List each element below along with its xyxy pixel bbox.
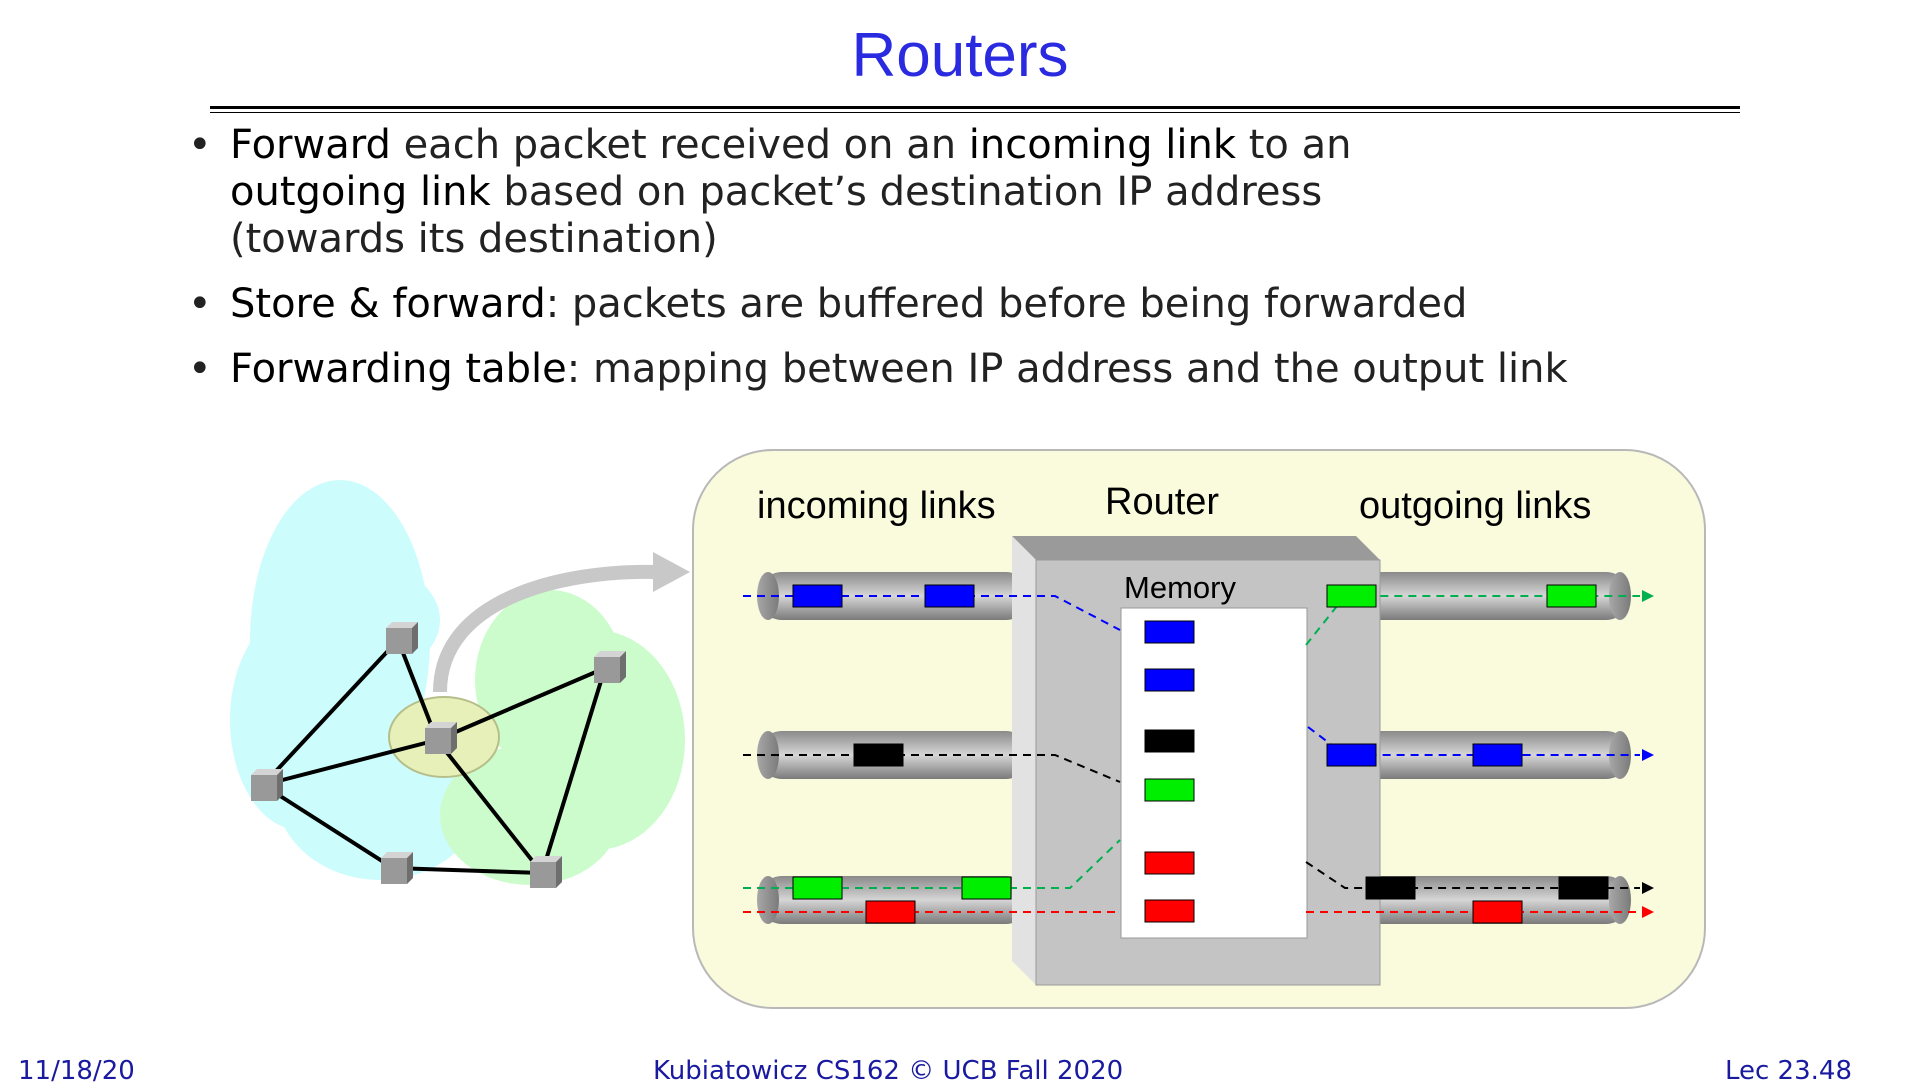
path-arrowheads — [1642, 590, 1654, 918]
network-links — [261, 638, 607, 875]
bullet-text: each packet received on an — [390, 122, 969, 168]
node-bottom-right — [530, 856, 562, 888]
bullet-list: • Forward each packet received on an inc… — [188, 122, 1568, 411]
packet-black — [1144, 729, 1195, 753]
term-store-forward: Store & forward — [230, 281, 546, 327]
title-rule — [210, 106, 1740, 109]
bullet-text: : mapping between IP address and the out… — [566, 346, 1568, 392]
packet-black — [853, 743, 904, 767]
router-label: Router — [1105, 481, 1219, 523]
packet-blue — [1144, 668, 1195, 692]
bullet-dot: • — [188, 346, 212, 392]
node-center — [425, 722, 457, 754]
packet-green — [1546, 584, 1597, 608]
footer-lecture: Lec 23.48 — [1724, 1056, 1852, 1086]
packet-paths — [743, 595, 1640, 913]
zoom-arrow-head — [653, 552, 690, 592]
bullet-store-forward: • Store & forward: packets are buffered … — [188, 281, 1568, 328]
packet-green — [1326, 584, 1377, 608]
bullet-forward: • Forward each packet received on an inc… — [188, 122, 1568, 263]
packet-green — [792, 876, 843, 900]
zoom-arrow — [433, 564, 656, 693]
bullet-text: (towards its destination) — [230, 216, 718, 262]
bullet-text: based on packet’s destination IP address — [490, 169, 1323, 215]
node-bottom — [381, 852, 413, 884]
term-forwarding-table: Forwarding table — [230, 346, 567, 392]
packet-green — [1144, 778, 1195, 802]
packet-red — [1144, 851, 1195, 875]
term-incoming-link: incoming link — [968, 122, 1237, 168]
node-top — [386, 622, 418, 654]
bullet-dot: • — [188, 122, 212, 168]
slide-title: Routers — [851, 21, 1069, 90]
cloud-right — [440, 590, 685, 885]
packets — [792, 584, 1609, 924]
node-right — [594, 651, 626, 683]
input-link-1 — [757, 572, 1030, 620]
term-forward: Forward — [230, 122, 391, 168]
outgoing-links-label: outgoing links — [1359, 485, 1591, 527]
packet-red — [1472, 900, 1523, 924]
bullet-dot: • — [188, 281, 212, 327]
packet-blue — [1144, 620, 1195, 644]
node-left — [251, 769, 283, 801]
incoming-links-label: incoming links — [757, 485, 996, 527]
packet-blue — [792, 584, 843, 608]
bullet-text: : packets are buffered before being forw… — [545, 281, 1468, 327]
packet-blue — [924, 584, 975, 608]
term-outgoing-link: outgoing link — [230, 169, 491, 215]
packet-blue — [1472, 743, 1523, 767]
packet-red — [865, 900, 916, 924]
bullet-forwarding-table: • Forwarding table: mapping between IP a… — [188, 346, 1568, 393]
bullet-text: to an — [1236, 122, 1352, 168]
network-graph — [230, 480, 690, 888]
network-nodes — [251, 622, 626, 888]
packet-green — [961, 876, 1012, 900]
footer-course: Kubiatowicz CS162 © UCB Fall 2020 — [653, 1056, 1124, 1086]
memory-label: Memory — [1124, 570, 1236, 605]
memory-buffer — [1120, 607, 1308, 939]
title-rule-thin — [210, 112, 1740, 113]
packet-blue — [1326, 743, 1377, 767]
packet-red — [1144, 899, 1195, 923]
packet-black — [1365, 876, 1416, 900]
router-box: Memory — [1012, 536, 1381, 986]
packet-black — [1558, 876, 1609, 900]
footer-date: 11/18/20 — [18, 1056, 135, 1086]
